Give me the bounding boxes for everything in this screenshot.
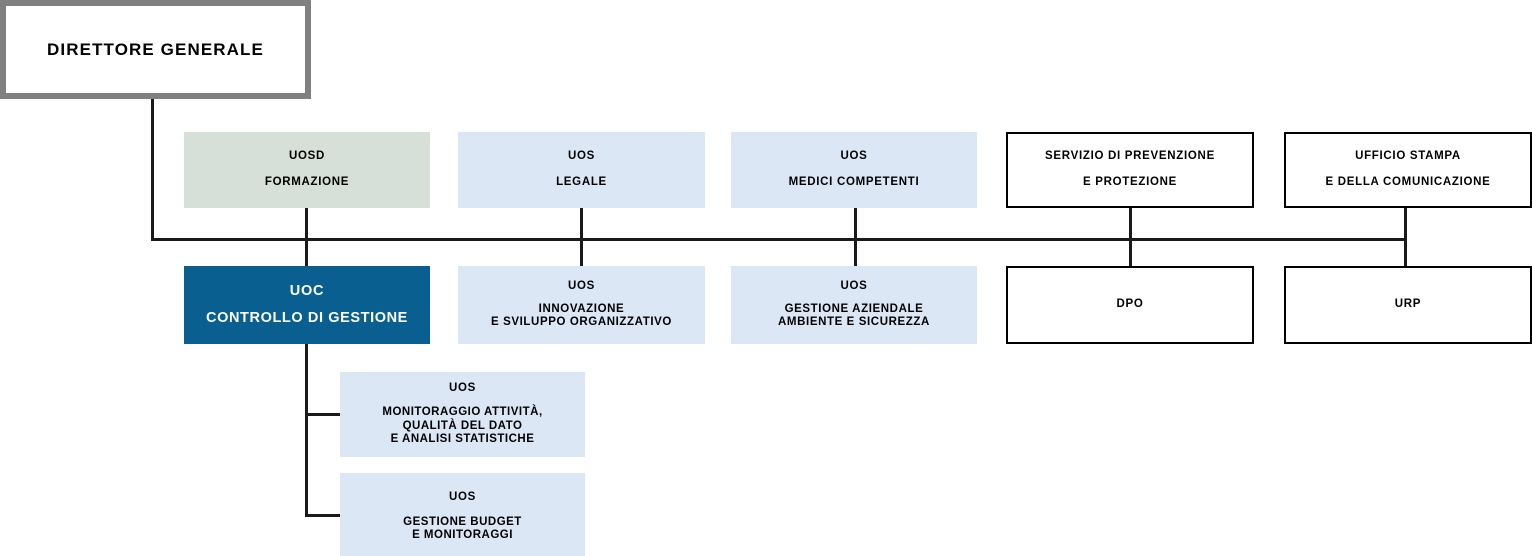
connector-column-formazione [305,208,308,266]
connector-uoc-child-1 [305,413,342,416]
node-uos-medici-competenti[interactable]: UOS MEDICI COMPETENTI [731,132,977,208]
connector-main-bus [151,238,1407,241]
connector-column-prevenzione [1129,208,1132,266]
node-name-label: LEGALE [556,176,607,189]
node-type-label: UOS [840,150,868,163]
node-uosd-formazione[interactable]: UOSD FORMAZIONE [184,132,430,208]
connector-root-trunk [151,99,154,240]
node-type-label: UOS [448,382,477,395]
connector-column-legale [580,208,583,266]
node-uos-legale[interactable]: UOS LEGALE [458,132,705,208]
node-type-label: DPO [1116,298,1144,311]
node-type-label: UOS [567,280,596,293]
node-name-label: E PROTEZIONE [1082,176,1178,189]
node-urp[interactable]: URP [1284,266,1532,344]
node-type-label: SERVIZIO DI PREVENZIONE [1045,150,1215,163]
node-name-label: CONTROLLO DI GESTIONE [206,309,408,326]
node-name-label: FORMAZIONE [264,176,350,189]
connector-column-medici [854,208,857,266]
node-type-label: UFFICIO STAMPA [1355,150,1461,163]
node-type-label: UOS [840,280,868,293]
node-label-primary: DIRETTORE GENERALE [47,39,264,59]
node-name-label: MEDICI COMPETENTI [788,176,920,189]
node-type-label: UOSD [288,150,326,163]
node-name-label: E DELLA COMUNICAZIONE [1325,176,1491,189]
node-servizio-prevenzione-protezione[interactable]: SERVIZIO DI PREVENZIONE E PROTEZIONE [1006,132,1254,208]
node-type-label: UOS [448,491,477,504]
node-uoc-controllo-di-gestione[interactable]: UOC CONTROLLO DI GESTIONE [184,266,430,344]
node-type-label: UOS [567,150,596,163]
node-type-label: UOC [289,283,325,300]
node-uos-monitoraggio-attivita-qualita-dato[interactable]: UOS MONITORAGGIO ATTIVITÀ,QUALITÀ DEL DA… [340,372,585,457]
connector-uoc-child-2 [305,514,342,517]
connector-column-ufficio-stampa [1404,208,1407,266]
node-direttore-generale[interactable]: DIRETTORE GENERALE [0,0,311,99]
node-ufficio-stampa-comunicazione[interactable]: UFFICIO STAMPA E DELLA COMUNICAZIONE [1284,132,1532,208]
node-type-label: URP [1394,298,1422,311]
node-dpo[interactable]: DPO [1006,266,1254,344]
connector-uoc-branch [305,343,308,517]
